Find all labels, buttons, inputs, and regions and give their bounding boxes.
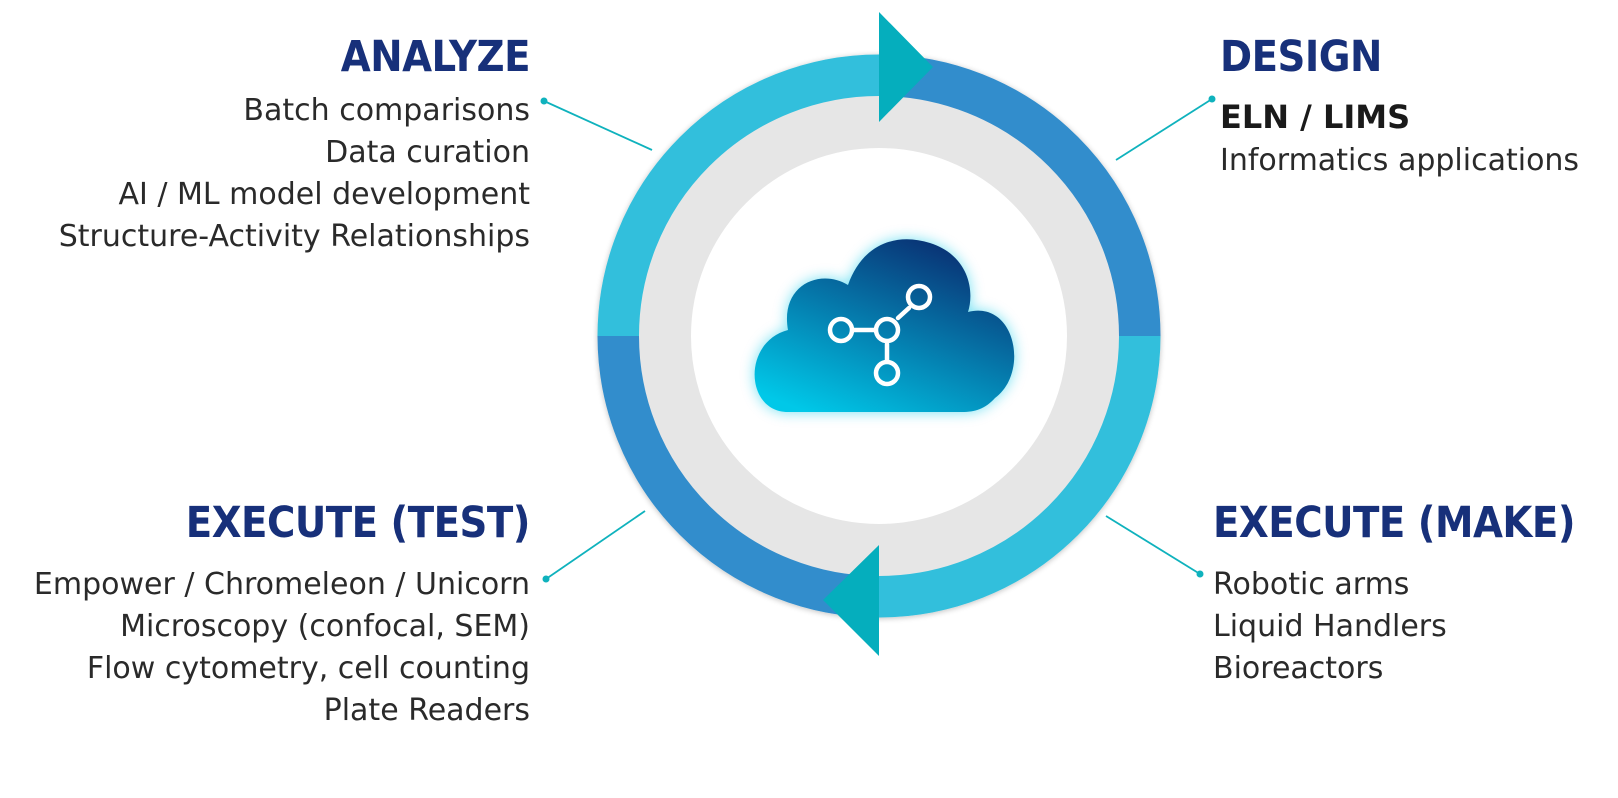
list-item: AI / ML model development (118, 176, 530, 212)
stage-items-design: ELN / LIMS Informatics applications (1220, 94, 1579, 182)
connector-dot-test (542, 575, 550, 583)
stage-title-make: EXECUTE (MAKE) (1213, 498, 1576, 548)
stage-execute-test: EXECUTE (TEST) Empower / Chromeleon / Un… (34, 498, 531, 732)
list-item: Informatics applications (1220, 142, 1580, 178)
stage-design: DESIGN ELN / LIMS Informatics applicatio… (1220, 32, 1579, 182)
stage-title-analyze: ANALYZE (340, 32, 531, 82)
list-item: Liquid Handlers (1213, 608, 1447, 644)
connector-dot-analyze (540, 97, 548, 105)
list-item: Empower / Chromeleon / Unicorn (33, 566, 530, 602)
connector-make (1105, 515, 1201, 575)
stage-title-test: EXECUTE (TEST) (185, 498, 531, 548)
cloud-molecule-icon (754, 239, 1015, 412)
cycle-ring (597, 54, 1161, 618)
stage-items-make: Robotic arms Liquid Handlers Bioreactors (1213, 564, 1575, 690)
list-item: Batch comparisons (243, 92, 530, 128)
arc-design-to-make (878, 54, 1161, 337)
stage-items-test: Empower / Chromeleon / Unicorn Microscop… (34, 564, 530, 732)
stage-items-analyze: Batch comparisons Data curation AI / ML … (59, 90, 530, 258)
arrowhead-icon-top (879, 12, 933, 122)
connector-analyze (543, 100, 653, 151)
stage-title-design: DESIGN (1220, 32, 1382, 82)
stage-analyze: ANALYZE Batch comparisons Data curation … (59, 32, 531, 258)
arc-test-to-analyze (597, 335, 880, 618)
arc-analyze-to-design (597, 54, 880, 337)
list-item: Plate Readers (323, 692, 530, 728)
connector-dot-design (1208, 95, 1216, 103)
list-item: ELN / LIMS (1220, 97, 1411, 136)
stage-execute-make: EXECUTE (MAKE) Robotic arms Liquid Handl… (1213, 498, 1576, 690)
list-item: Structure-Activity Relationships (58, 218, 530, 254)
list-item: Bioreactors (1213, 650, 1384, 686)
arc-make-to-test (878, 335, 1161, 618)
connector-dot-make (1196, 570, 1204, 578)
list-item: Microscopy (confocal, SEM) (120, 608, 530, 644)
list-item: Flow cytometry, cell counting (86, 650, 530, 686)
connector-lines (540, 95, 1216, 583)
connector-test (545, 510, 646, 580)
list-item: Robotic arms (1213, 566, 1410, 602)
arrowhead-icon-bottom (823, 545, 879, 656)
molecule-icon (827, 283, 933, 387)
connector-design (1115, 98, 1213, 161)
list-item: Data curation (325, 134, 530, 170)
